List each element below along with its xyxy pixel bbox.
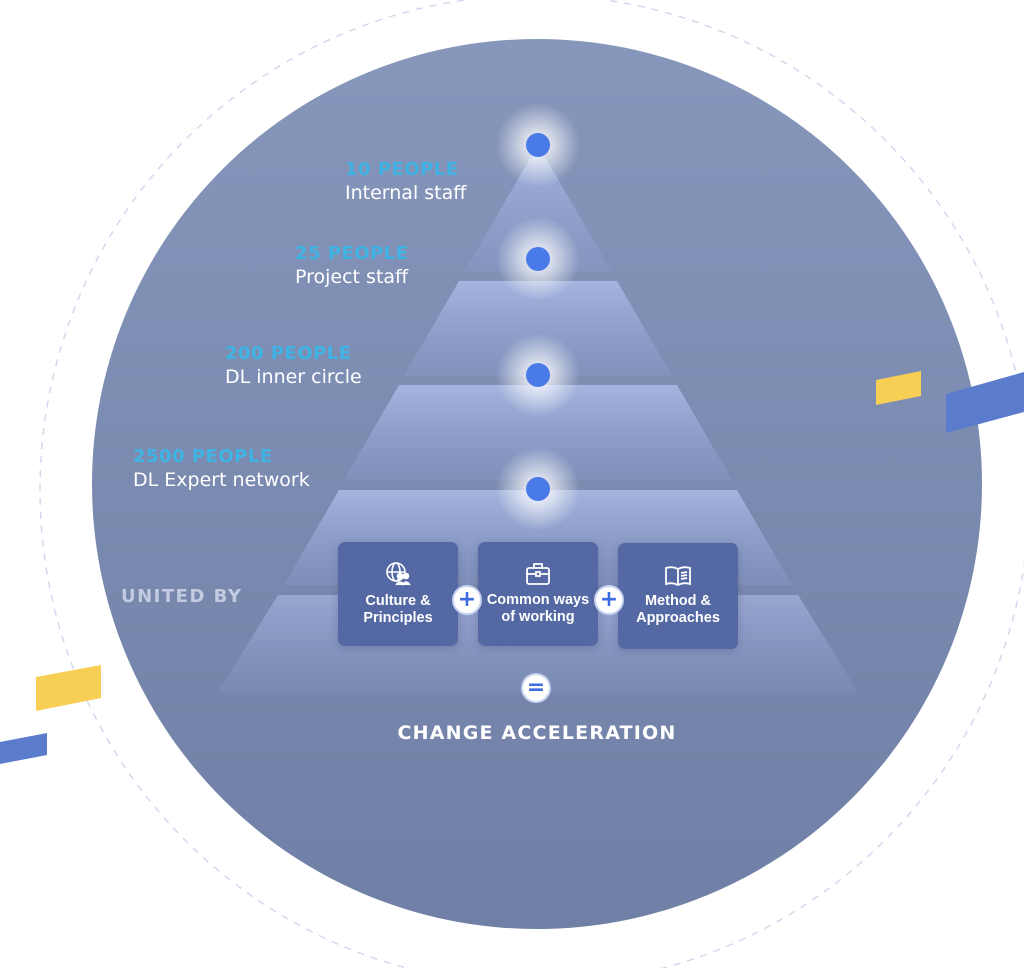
tier-label-3: 200 PEOPLE DL inner circle [225,343,362,388]
briefcase-icon [526,563,550,585]
tier-count: 2500 PEOPLE [133,446,273,467]
yellow-accent-left [36,665,101,711]
tier-role: Internal staff [345,182,467,204]
pillar-label: Common ways of working [486,592,590,625]
pillar-label: Culture & Principles [363,593,433,626]
pillar-culture: Culture & Principles [338,542,458,646]
united-by-label: UNITED BY [121,586,243,607]
tier-role: Project staff [295,266,409,288]
result-label: CHANGE ACCELERATION [397,722,677,744]
tier-count: 10 PEOPLE [345,159,459,180]
blue-accent-right [946,372,1024,433]
globe-people-icon [386,562,411,586]
plus-icon: + [452,585,482,615]
tier-dot [526,247,550,271]
tier-dot [526,363,550,387]
tier-count: 200 PEOPLE [225,343,352,364]
blue-accent-left [0,733,47,764]
tier-dot [526,133,550,157]
yellow-accent-right [876,371,921,405]
book-icon [665,566,691,587]
tier-dots [496,103,580,531]
pillar-ways-of-working: Common ways of working [478,542,598,646]
dashed-orbit [39,0,1024,968]
tier-label-4: 2500 PEOPLE DL Expert network [133,446,310,491]
tier-dot [526,477,550,501]
tier-count: 25 PEOPLE [295,243,409,264]
equals-icon: = [521,673,551,703]
tier-label-1: 10 PEOPLE Internal staff [345,159,466,204]
tier-label-2: 25 PEOPLE Project staff [295,243,409,288]
tier-role: DL inner circle [225,366,362,388]
plus-icon: + [594,585,624,615]
pillar-label: Method & Approaches [636,593,720,626]
pillar-method: Method & Approaches [618,543,738,649]
tier-role: DL Expert network [133,469,310,491]
